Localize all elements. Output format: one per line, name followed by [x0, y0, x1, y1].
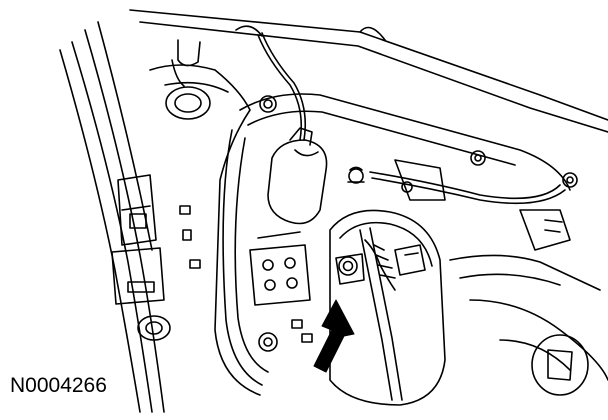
mounting-plate	[249, 231, 311, 306]
spring-connector	[347, 166, 365, 184]
control-rod	[257, 32, 566, 205]
regulator-opening	[329, 209, 446, 406]
regulator-bolt	[335, 253, 365, 285]
lower-right-trim	[469, 299, 608, 396]
door-outer-edge	[59, 21, 165, 413]
lock-motor-housing	[267, 127, 328, 225]
pointer-arrow	[313, 299, 355, 373]
door-top-frame	[129, 9, 608, 133]
figure-id-label: N0004266	[10, 374, 107, 397]
slot-tabs	[179, 205, 313, 343]
fastener-upper	[259, 95, 578, 188]
plug-boss-upper-left	[165, 39, 211, 120]
window-regulator	[359, 227, 426, 401]
right-bracket	[394, 159, 601, 291]
inner-panel-outline	[149, 64, 571, 396]
latch-block-left	[111, 174, 165, 305]
plug-boss-lower-left	[137, 315, 278, 352]
